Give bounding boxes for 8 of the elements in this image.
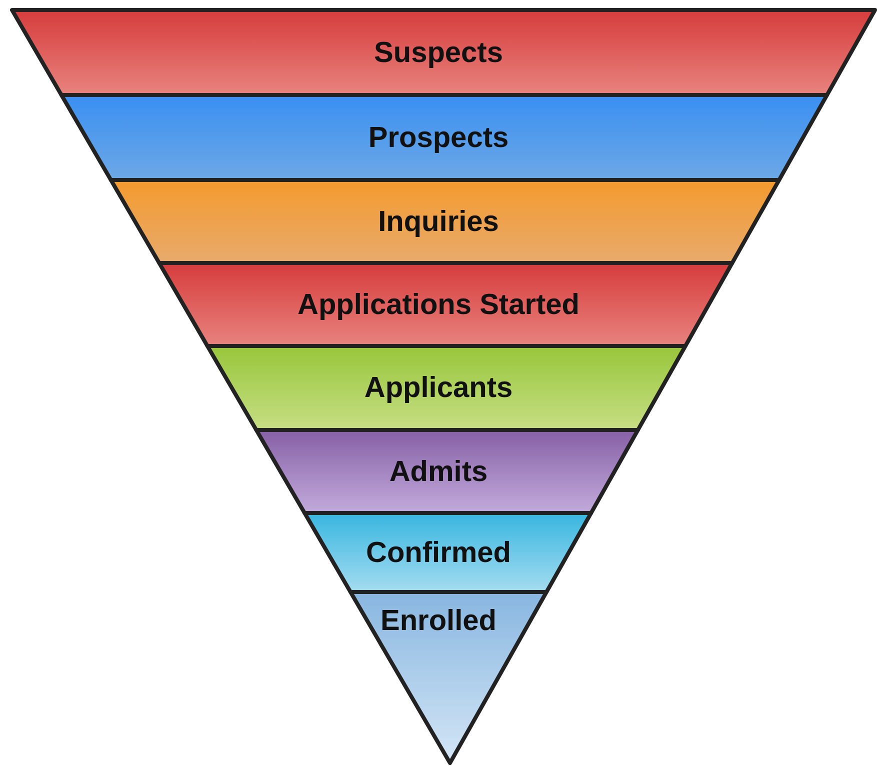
band-label: Suspects xyxy=(374,36,503,70)
band-label: Applications Started xyxy=(298,288,580,322)
band-label: Confirmed xyxy=(366,536,511,570)
band-label: Prospects xyxy=(368,120,509,154)
band-label: Inquiries xyxy=(378,204,499,238)
band-label: Admits xyxy=(389,454,488,488)
band-label: Applicants xyxy=(364,371,513,405)
band-label: Enrolled xyxy=(380,604,496,638)
